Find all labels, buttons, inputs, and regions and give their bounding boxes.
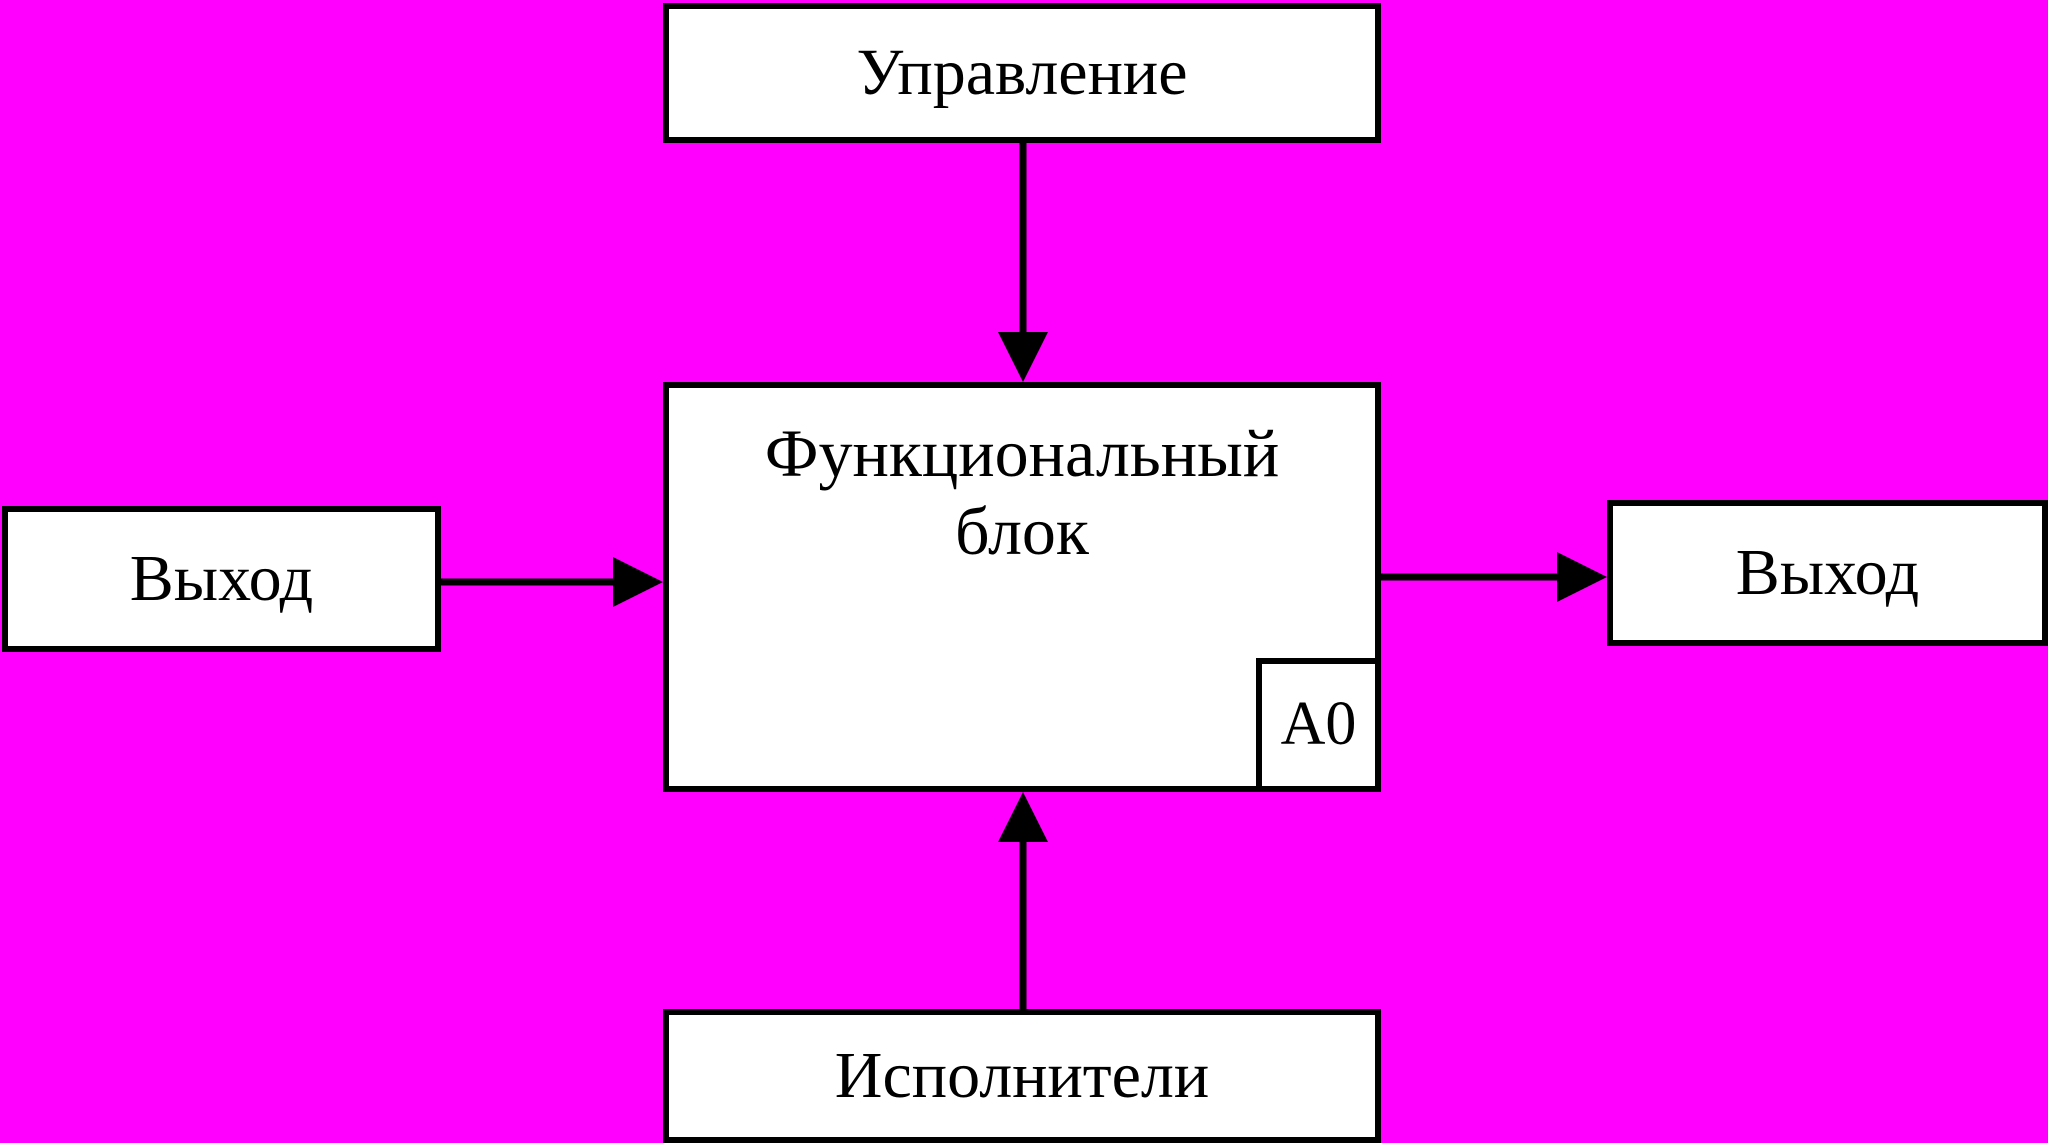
function-label: Функциональный блок — [765, 414, 1280, 570]
node-number-label: А0 — [1280, 690, 1357, 759]
mechanism-box: Исполнители — [663, 1009, 1381, 1143]
input-box: Выход — [2, 506, 441, 652]
output-box: Выход — [1607, 500, 2048, 646]
mechanism-arrow — [998, 792, 1048, 1009]
control-arrow — [998, 143, 1048, 382]
input-arrow — [441, 557, 663, 607]
mechanism-label: Исполнители — [834, 1039, 1210, 1113]
control-box: Управление — [663, 3, 1381, 143]
function-label-line-2: блок — [955, 493, 1089, 570]
function-block: Функциональный блок — [663, 382, 1381, 792]
output-arrow-head — [1557, 552, 1607, 602]
mechanism-arrow-head — [998, 792, 1048, 842]
input-label: Выход — [129, 542, 314, 616]
output-arrow — [1381, 552, 1607, 602]
output-label: Выход — [1735, 536, 1920, 610]
control-arrow-head — [998, 332, 1048, 382]
control-label: Управление — [856, 36, 1188, 110]
node-number-box: А0 — [1256, 658, 1381, 792]
function-label-line-1: Функциональный — [764, 415, 1280, 491]
input-arrow-head — [613, 557, 663, 607]
